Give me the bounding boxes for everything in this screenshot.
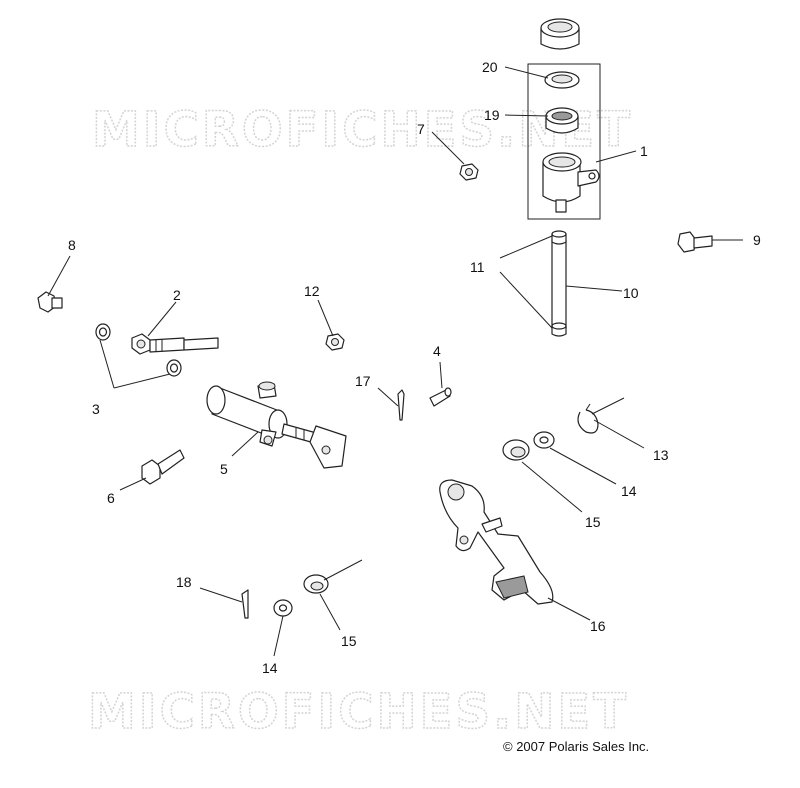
callout-5: 5 bbox=[220, 461, 228, 477]
hose-10 bbox=[551, 235, 567, 333]
sealing-washer-b bbox=[166, 359, 182, 377]
callout-11: 11 bbox=[470, 259, 485, 275]
callout-labels: 20 19 1 7 9 11 10 8 2 3 12 4 17 5 6 13 1… bbox=[68, 59, 761, 676]
callout-2: 2 bbox=[173, 287, 181, 303]
bushing-15-right bbox=[502, 439, 530, 461]
callout-15-left: 15 bbox=[341, 633, 357, 649]
reservoir-cap bbox=[540, 18, 580, 50]
spring-clip-13 bbox=[577, 403, 599, 434]
callout-18: 18 bbox=[176, 574, 192, 590]
watermark-bottom: MICROFICHES.NET bbox=[88, 684, 629, 740]
callout-10: 10 bbox=[623, 285, 639, 301]
callout-14-right: 14 bbox=[621, 483, 637, 499]
brake-pedal-16 bbox=[439, 479, 554, 605]
bushing-15-left bbox=[303, 574, 329, 594]
callout-1: 1 bbox=[640, 143, 648, 159]
master-cylinder-5 bbox=[206, 381, 347, 469]
banjo-bolt-8 bbox=[37, 291, 63, 313]
callout-15-right: 15 bbox=[585, 514, 601, 530]
clevis-pin-4 bbox=[429, 387, 452, 407]
bolt-6 bbox=[141, 449, 185, 485]
callout-6: 6 bbox=[107, 490, 115, 506]
reservoir-body bbox=[542, 152, 600, 213]
leader-lines bbox=[47, 66, 743, 657]
callout-14-left: 14 bbox=[262, 660, 278, 676]
nut-7 bbox=[459, 163, 479, 181]
callout-17: 17 bbox=[355, 373, 371, 389]
reservoir-plate bbox=[545, 107, 579, 134]
hose-end-2 bbox=[131, 333, 219, 355]
callout-12: 12 bbox=[304, 283, 320, 299]
reservoir-assembly-box bbox=[527, 63, 601, 220]
callout-13: 13 bbox=[653, 447, 669, 463]
washer-14-left bbox=[273, 599, 293, 617]
callout-4: 4 bbox=[433, 343, 441, 359]
callout-19: 19 bbox=[484, 107, 500, 123]
hose-clamp-top bbox=[551, 230, 567, 245]
callout-9: 9 bbox=[753, 232, 761, 248]
sealing-washer-a bbox=[95, 323, 111, 341]
callout-16: 16 bbox=[590, 618, 606, 634]
copyright-notice: © 2007 Polaris Sales Inc. bbox=[503, 739, 650, 754]
callout-3: 3 bbox=[92, 401, 100, 417]
callout-20: 20 bbox=[482, 59, 498, 75]
bolt-9 bbox=[677, 231, 713, 253]
cotter-pin-17 bbox=[397, 389, 405, 421]
washer-14-right bbox=[533, 431, 555, 449]
callout-7: 7 bbox=[417, 121, 425, 137]
watermark-top: MICROFICHES.NET bbox=[92, 102, 633, 158]
callout-8: 8 bbox=[68, 237, 76, 253]
nut-12 bbox=[325, 333, 345, 351]
reservoir-diaphragm bbox=[544, 71, 580, 89]
cotter-pin-18 bbox=[241, 589, 249, 619]
hose-clamp-bottom bbox=[551, 322, 567, 337]
